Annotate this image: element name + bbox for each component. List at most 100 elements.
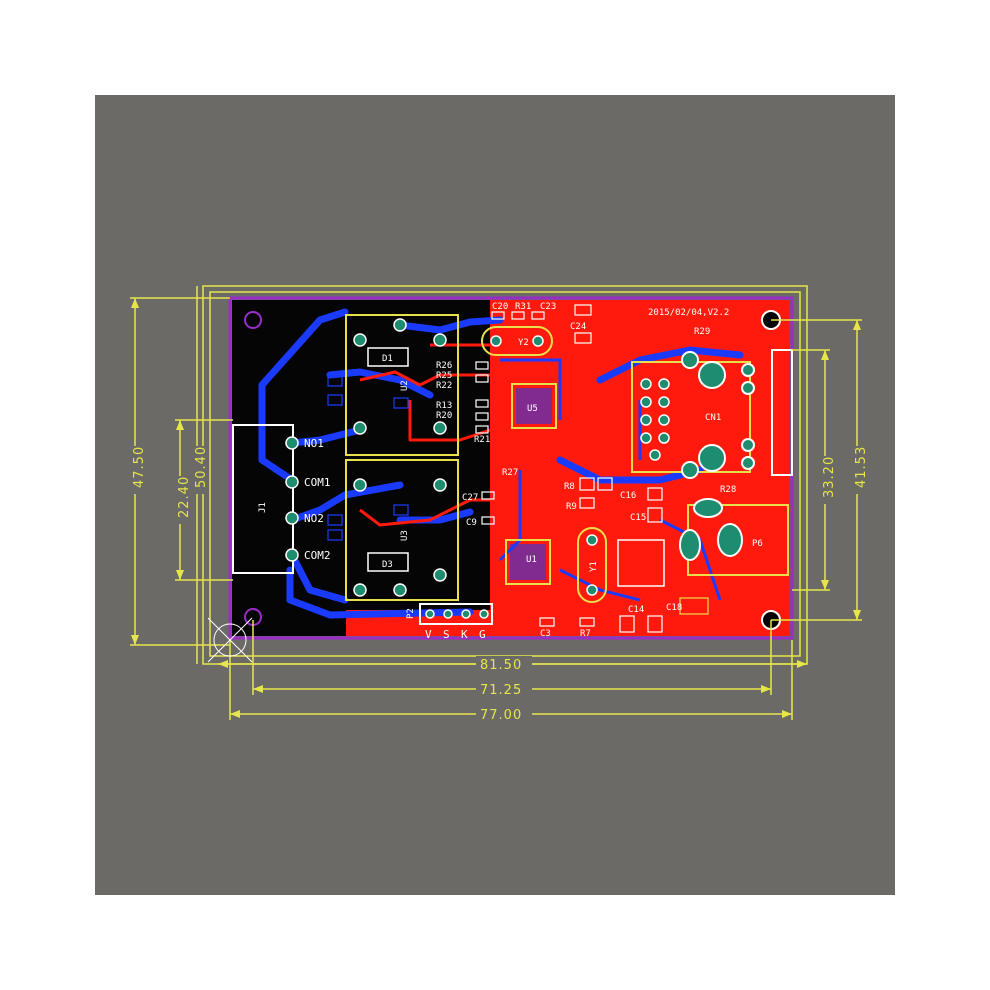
smd: [597, 477, 613, 491]
pad: [353, 583, 367, 597]
designator: R26: [436, 361, 452, 371]
pad: [532, 335, 544, 347]
pad: [640, 396, 652, 408]
pad: [658, 432, 670, 444]
designator: C3: [540, 629, 551, 639]
designator: C16: [620, 491, 636, 501]
pad-large: [698, 361, 726, 389]
designator: R29: [694, 327, 710, 337]
designator: D3: [382, 560, 393, 570]
ic-body: [516, 388, 552, 424]
ic-u1: [505, 539, 551, 585]
pad: [658, 396, 670, 408]
trace: [359, 623, 491, 634]
smd: [475, 374, 489, 383]
pad: [490, 335, 502, 347]
designator: C18: [666, 603, 682, 613]
designator: R20: [436, 411, 452, 421]
pad: [285, 475, 299, 489]
trace: [288, 551, 349, 604]
cn1-pin-grid: [640, 378, 670, 461]
dimension-label-33-20: 33.20: [822, 456, 837, 498]
label-backdrop: [849, 446, 865, 494]
smd: [579, 477, 595, 491]
smd: [481, 516, 495, 525]
smd: [327, 529, 343, 541]
smd: [619, 615, 635, 633]
designator: C24: [570, 322, 586, 332]
label-backdrop: [172, 476, 188, 524]
label-backdrop: [476, 656, 532, 672]
designator: D1: [382, 354, 393, 364]
origin-cross: [207, 617, 253, 663]
pad: [741, 438, 755, 452]
pad: [285, 436, 299, 450]
ic-u5: [511, 383, 557, 429]
designator: R7: [580, 629, 591, 639]
designator: R21: [474, 435, 490, 445]
designator: Y1: [589, 561, 599, 572]
label-backdrop: [817, 456, 833, 504]
pad: [741, 381, 755, 395]
arrowhead: [782, 710, 792, 718]
pad: [586, 534, 598, 546]
designator: R13: [436, 401, 452, 411]
designator: U3: [400, 530, 410, 541]
smd: [393, 397, 409, 409]
trace: [559, 568, 641, 602]
dimension-label-47-50: 47.50: [132, 446, 147, 488]
terminal-block: [232, 424, 294, 574]
diode-d1: [367, 347, 409, 367]
pad: [353, 421, 367, 435]
pad: [741, 363, 755, 377]
pad-jack: [693, 498, 723, 518]
crystal-y1: [577, 527, 607, 603]
smd: [475, 412, 489, 421]
terminal-label-com2: COM2: [304, 549, 331, 562]
pad: [586, 584, 598, 596]
usb-port: [771, 349, 793, 476]
pad: [640, 414, 652, 426]
arrowhead: [176, 420, 184, 430]
designator: C20: [492, 302, 508, 312]
header-pin-label-k: K: [461, 628, 468, 641]
smd-footprints: [327, 304, 709, 633]
pad: [433, 333, 447, 347]
arrowhead: [821, 350, 829, 360]
pads: [285, 318, 755, 619]
pad-jack: [679, 529, 701, 561]
designator: R27: [502, 468, 518, 478]
smd: [393, 504, 409, 516]
designator: R31: [515, 302, 531, 312]
pad: [393, 318, 407, 332]
smd: [511, 311, 525, 320]
dimension-label-71-25: 71.25: [480, 683, 522, 698]
designator: C14: [628, 605, 644, 615]
trace: [500, 358, 562, 420]
dimension-label-22-40: 22.40: [177, 476, 192, 518]
pad: [681, 461, 699, 479]
designator: Y2: [518, 338, 529, 348]
label-backdrop: [189, 446, 205, 494]
arrowhead: [230, 710, 240, 718]
trace: [396, 508, 474, 524]
pad-large: [698, 444, 726, 472]
pad: [681, 351, 699, 369]
designator: U5: [527, 404, 538, 414]
relay-outlines: [232, 314, 793, 625]
smd: [327, 375, 343, 387]
designator: R8: [564, 482, 575, 492]
pad: [393, 583, 407, 597]
origin-circle: [213, 623, 247, 657]
label-backdrop: [127, 446, 143, 494]
pad: [433, 478, 447, 492]
trace: [396, 316, 504, 334]
dimension-arrows: [131, 298, 861, 718]
dimension-label-81-50: 81.50: [480, 658, 522, 673]
pad: [285, 511, 299, 525]
designator: U2: [400, 380, 410, 391]
regulator-u: [617, 539, 665, 587]
smd: [475, 399, 489, 408]
terminal-label-no1: NO1: [304, 437, 324, 450]
